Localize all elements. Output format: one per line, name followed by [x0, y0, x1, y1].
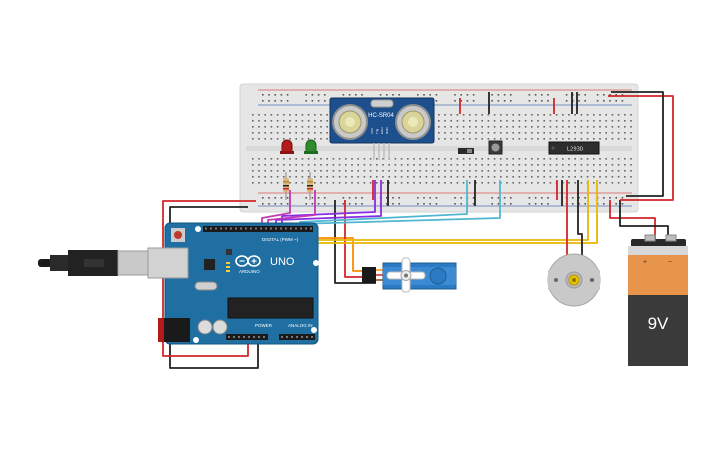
push-button[interactable]	[488, 140, 503, 155]
arduino-uno[interactable]: DIGITAL (PWM ~) POWER ANALOG IN UNO ARDU…	[38, 222, 319, 345]
crystal-icon	[194, 281, 218, 291]
dc-motor[interactable]	[547, 253, 601, 307]
wire-gnd-arduino[interactable]	[169, 206, 259, 369]
power-header	[226, 334, 268, 340]
led-green[interactable]	[304, 139, 318, 154]
digital-header-label: DIGITAL (PWM ~)	[262, 237, 299, 242]
resistor-red-led[interactable]	[283, 172, 289, 200]
servo-horn-icon	[386, 257, 426, 293]
wire-motor-b[interactable]	[577, 180, 583, 262]
sensor-crystal-icon	[370, 99, 394, 108]
usb-chip	[204, 259, 215, 270]
driver-chip-label: L293D	[567, 147, 584, 153]
battery-9v[interactable]: + − 9V	[628, 234, 688, 366]
battery-minus: −	[668, 259, 672, 266]
motor-driver-chip[interactable]: L293D	[548, 141, 600, 155]
resistor-green-led[interactable]	[307, 172, 313, 200]
usb-port[interactable]	[147, 247, 189, 279]
led-red[interactable]	[280, 139, 294, 154]
servo-motor[interactable]	[362, 257, 457, 293]
arduino-brand: ARDUINO	[239, 269, 260, 274]
arduino-model: UNO	[270, 256, 295, 268]
analog-header-label: ANALOG IN	[288, 323, 313, 328]
wire-5v-arduino[interactable]	[162, 200, 256, 357]
capacitor-left-icon	[197, 319, 213, 335]
sensor-pin-echo: Echo	[380, 127, 384, 134]
usb-cable[interactable]	[38, 250, 151, 276]
digital-pin-holes	[205, 227, 312, 230]
wire-rail-black-right[interactable]	[611, 91, 664, 197]
arduino-logo-icon	[235, 255, 261, 267]
sensor-pin-trig: Trig	[375, 129, 379, 134]
sensor-pin-gnd: GND	[385, 127, 389, 135]
ultrasonic-sensor[interactable]: HC-SR04 VCC Trig Echo GND	[329, 97, 435, 160]
wire-rail-red-right[interactable]	[608, 95, 674, 201]
servo-connector	[362, 267, 376, 283]
atmega-chip	[227, 297, 314, 319]
battery-label: 9V	[648, 314, 669, 333]
battery-plus: +	[643, 259, 647, 266]
digital-header	[203, 226, 313, 232]
power-header-label: POWER	[255, 323, 273, 328]
breadboard-holes	[252, 94, 632, 205]
wire-battery-plus[interactable]	[609, 200, 656, 241]
sensor-pin-vcc: VCC	[370, 127, 374, 134]
bottom-pin-holes	[228, 336, 313, 338]
slide-switch[interactable]	[458, 148, 474, 154]
capacitor-right-icon	[212, 319, 228, 335]
sensor-label: HC-SR04	[368, 113, 394, 119]
